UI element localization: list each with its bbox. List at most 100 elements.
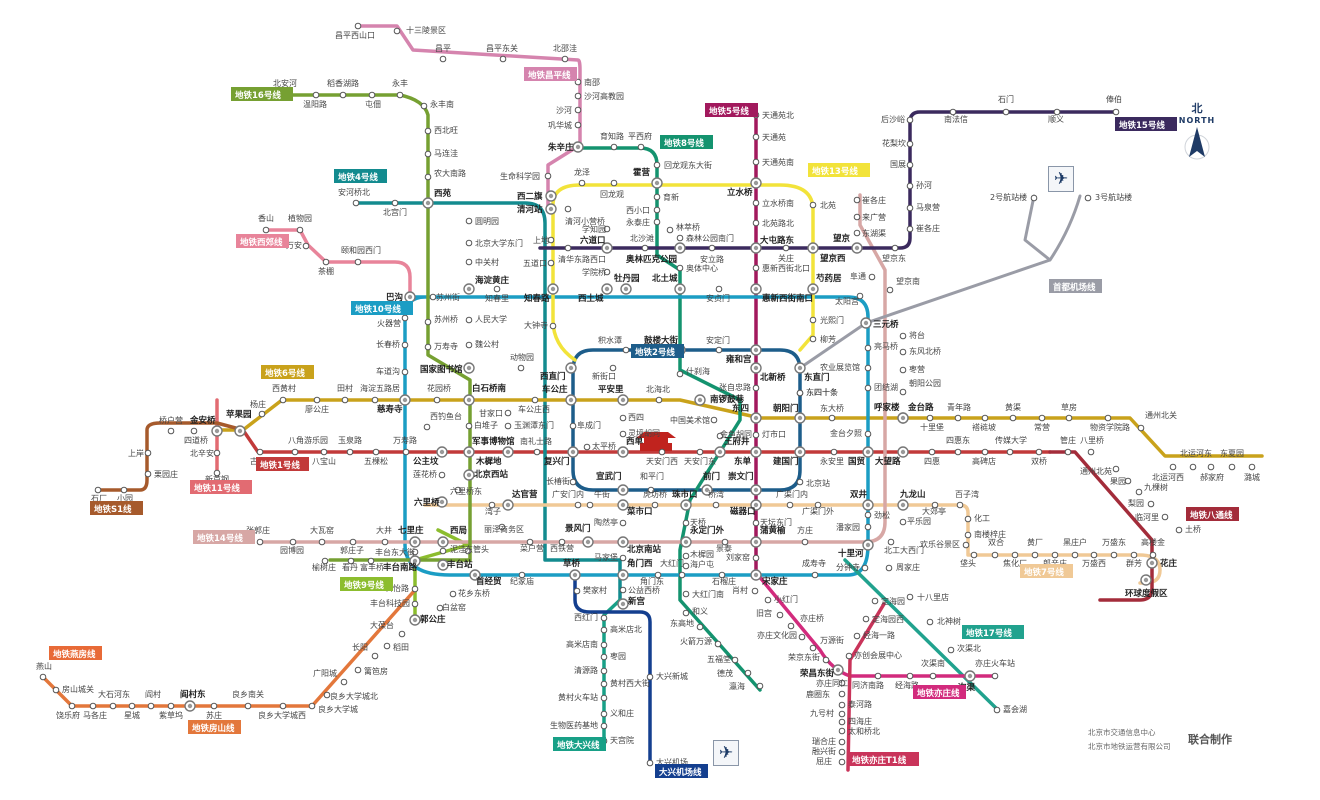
station[interactable]: 圆明园 bbox=[465, 217, 499, 226]
station[interactable]: 小红门 bbox=[764, 594, 798, 604]
station[interactable]: 惠新西街南口 bbox=[750, 283, 813, 304]
station[interactable]: 苹果园 bbox=[226, 409, 252, 437]
station[interactable]: 西铁营 bbox=[550, 538, 574, 553]
station[interactable]: 高楼金 bbox=[1141, 537, 1165, 559]
station[interactable]: 新宫 bbox=[617, 596, 645, 610]
station[interactable]: 桥户营 bbox=[159, 415, 183, 435]
station[interactable]: 花庄 bbox=[1146, 557, 1178, 569]
station[interactable]: 六里桥东 bbox=[450, 486, 482, 496]
station[interactable]: 八里桥 bbox=[1080, 435, 1104, 456]
station[interactable]: 公益西桥 bbox=[619, 585, 660, 595]
station[interactable]: 北京大学东门 bbox=[465, 238, 523, 248]
station[interactable]: 黄村火车站 bbox=[558, 692, 608, 702]
line-badge-ls1[interactable]: 地铁S1线 bbox=[90, 501, 143, 515]
station[interactable]: 金台路 bbox=[897, 402, 934, 424]
station[interactable]: 东湖渠 bbox=[853, 228, 886, 238]
line-badge-l10[interactable]: 地铁10号线 bbox=[351, 301, 413, 315]
station[interactable]: 巩华城 bbox=[548, 120, 582, 130]
station[interactable]: 北运河西 bbox=[1152, 463, 1184, 482]
station[interactable]: 房山城关 bbox=[52, 684, 94, 694]
line-l4[interactable] bbox=[354, 201, 622, 602]
station[interactable]: 屈庄 bbox=[816, 756, 846, 766]
station[interactable]: 西黄村 bbox=[272, 383, 296, 404]
station[interactable]: 北海北 bbox=[646, 384, 670, 404]
station[interactable]: 广渠门外 bbox=[802, 501, 834, 516]
station[interactable]: 植物园 bbox=[288, 213, 312, 234]
station[interactable]: 十三陵景区 bbox=[393, 25, 446, 35]
station[interactable]: 高米店南 bbox=[566, 639, 608, 649]
station[interactable]: 燕山 bbox=[36, 661, 52, 681]
station[interactable]: 荣昌东街 bbox=[799, 664, 844, 679]
station[interactable]: 天安门东 bbox=[684, 448, 716, 466]
station[interactable]: 黑庄户 bbox=[1063, 537, 1087, 559]
station[interactable]: 清源路 bbox=[574, 665, 608, 675]
station[interactable]: 阎村 bbox=[145, 689, 161, 710]
station[interactable]: 九棵树 bbox=[1135, 482, 1168, 496]
station[interactable]: 牛街 bbox=[586, 489, 610, 509]
station[interactable]: 次渠 bbox=[958, 670, 976, 693]
station[interactable]: 北沙滩 bbox=[630, 233, 654, 252]
station[interactable]: 莲花桥 bbox=[413, 469, 446, 479]
line-lxjt1[interactable] bbox=[846, 602, 886, 772]
station[interactable]: 公主坟 bbox=[413, 446, 448, 467]
line-l15[interactable] bbox=[538, 110, 1119, 250]
station[interactable]: 南法信 bbox=[944, 108, 968, 124]
line-badge-l5[interactable]: 地铁5号线 bbox=[705, 103, 758, 117]
station[interactable]: 知春里 bbox=[485, 285, 509, 303]
station[interactable]: 关庄 bbox=[778, 244, 794, 263]
station[interactable]: 西单 bbox=[617, 436, 644, 458]
station[interactable]: 车道沟 bbox=[376, 366, 409, 376]
station[interactable]: 北辛安 bbox=[190, 448, 221, 458]
station[interactable]: 安河桥北 bbox=[338, 187, 370, 207]
station[interactable]: 火箭万源 bbox=[680, 636, 722, 648]
station[interactable]: 德茂 bbox=[717, 668, 752, 678]
station[interactable]: 十里河 bbox=[838, 539, 874, 559]
station[interactable]: 金安桥 bbox=[189, 415, 223, 437]
station[interactable]: 枣园 bbox=[600, 651, 626, 661]
station[interactable]: 天通苑北 bbox=[752, 110, 794, 120]
station[interactable]: 龙泽 bbox=[574, 167, 590, 187]
station[interactable]: 篱笆房 bbox=[354, 666, 388, 676]
station[interactable]: 大石河东 bbox=[98, 689, 130, 710]
station[interactable]: 泥洼 bbox=[439, 544, 466, 555]
station[interactable]: 欢乐谷景区 bbox=[920, 539, 970, 549]
station[interactable]: 同济南路 bbox=[852, 672, 884, 690]
station[interactable]: 大红门南 bbox=[682, 589, 724, 599]
station[interactable]: 双合 bbox=[988, 537, 1004, 559]
station[interactable]: 角门西 bbox=[617, 558, 653, 581]
station[interactable]: 定海园西 bbox=[862, 614, 904, 624]
station[interactable]: 菜市口 bbox=[617, 499, 653, 517]
station[interactable]: 北运河东 bbox=[1180, 448, 1212, 471]
station[interactable]: 崔各庄 bbox=[906, 223, 940, 233]
station[interactable]: 西二旗 bbox=[517, 190, 557, 202]
station[interactable]: 国贸 bbox=[848, 446, 874, 467]
station[interactable]: 天通苑 bbox=[752, 132, 786, 142]
line-l6[interactable] bbox=[218, 398, 1264, 458]
station[interactable]: 花园桥 bbox=[427, 383, 451, 404]
line-badge-lcap[interactable]: 首都机场线 bbox=[1049, 279, 1102, 293]
station[interactable]: 西小口 bbox=[626, 206, 661, 215]
station[interactable]: 北苑 bbox=[809, 200, 836, 210]
station[interactable]: 五道口 bbox=[523, 258, 555, 268]
station[interactable]: 玉泉路 bbox=[338, 435, 362, 456]
station[interactable]: 百子湾 bbox=[955, 489, 979, 509]
station[interactable]: 杨庄 bbox=[250, 399, 266, 418]
station[interactable]: 西直门 bbox=[540, 362, 577, 382]
station[interactable]: 魏公村 bbox=[465, 339, 499, 349]
station[interactable]: 传媒大学 bbox=[995, 435, 1027, 456]
station[interactable]: 新街口 bbox=[592, 364, 617, 381]
station[interactable]: 霍营 bbox=[633, 167, 663, 189]
station[interactable]: 车公庄西 bbox=[518, 396, 550, 414]
station[interactable]: 东四 bbox=[732, 403, 762, 424]
station[interactable]: 角门东 bbox=[640, 571, 664, 586]
station[interactable]: 3号航站楼 bbox=[1084, 192, 1132, 202]
station[interactable]: 石门 bbox=[998, 94, 1014, 116]
line-badge-l14[interactable]: 地铁14号线 bbox=[193, 530, 255, 544]
station[interactable]: 茶棚 bbox=[318, 258, 334, 276]
station[interactable]: 阜成门 bbox=[569, 420, 601, 430]
station[interactable]: 回龙观东大街 bbox=[653, 160, 712, 170]
station[interactable]: 亮马桥 bbox=[864, 341, 898, 352]
station[interactable]: 花乡东桥 bbox=[449, 588, 490, 598]
station[interactable]: 菜户营 bbox=[520, 538, 544, 553]
station[interactable]: 梨园 bbox=[1128, 498, 1155, 508]
